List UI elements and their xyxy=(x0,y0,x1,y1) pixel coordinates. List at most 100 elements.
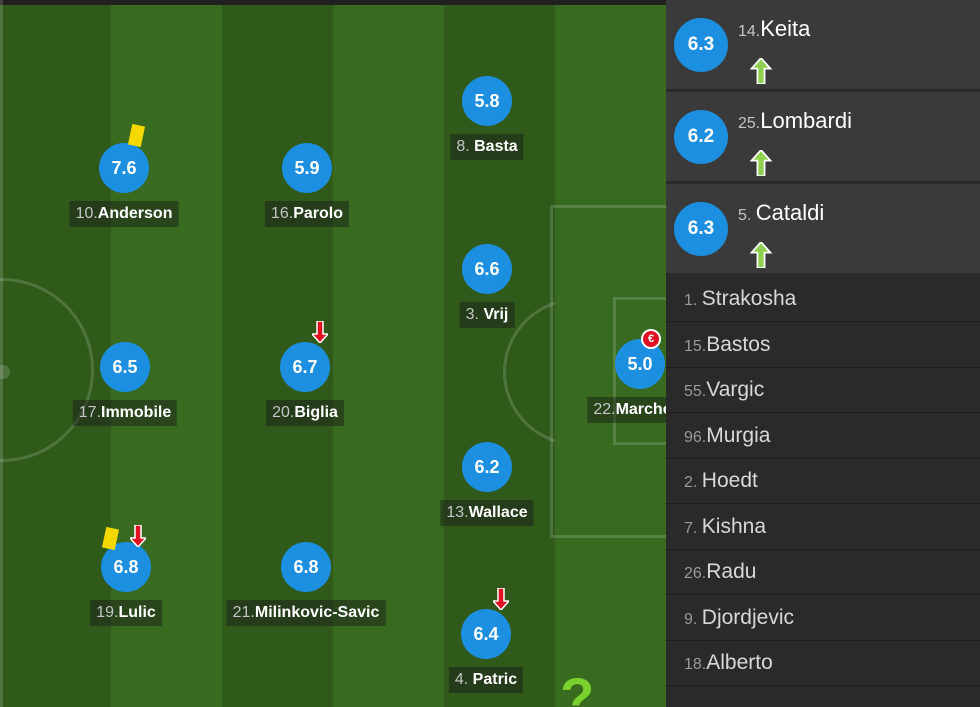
bench-player-name-text: Hoedt xyxy=(701,469,758,492)
player-name[interactable]: 17.Immobile xyxy=(72,400,178,426)
center-spot xyxy=(0,365,10,379)
player-name-text: Parolo xyxy=(293,205,344,222)
substitute-rating: 6.2 xyxy=(674,110,728,164)
substitute-row[interactable]: 6.2 25.Lombardi xyxy=(666,92,980,181)
substitute-number: 14. xyxy=(738,23,761,40)
substitute-rating: 6.3 xyxy=(674,202,728,256)
bench-player-row[interactable]: 55.Vargic xyxy=(666,368,980,413)
goal-conceded-icon: € xyxy=(641,329,661,349)
bench-player-row[interactable]: 9. Djordjevic xyxy=(666,596,980,641)
bench-player-row[interactable]: 26.Radu xyxy=(666,550,980,595)
bench-player-row[interactable]: 1. Strakosha xyxy=(666,277,980,322)
player-rating[interactable]: 6.7 xyxy=(280,342,330,392)
player-name-text: Marchetti xyxy=(615,401,666,418)
bench-player-name-text: Kishna xyxy=(701,514,767,538)
arrow-up-icon xyxy=(749,240,773,269)
bench-player-name-text: Murgia xyxy=(706,423,771,447)
bench-player-name: 9. Djordjevic xyxy=(684,606,794,630)
player-rating[interactable]: 5.0 xyxy=(615,339,665,389)
player-rating[interactable]: 6.2 xyxy=(462,442,512,492)
player-name[interactable]: 20.Biglia xyxy=(266,400,344,426)
bench-player-number: 26. xyxy=(684,565,707,582)
player-name-text: Patric xyxy=(472,671,518,688)
bench-player-name-text: Radu xyxy=(706,560,757,583)
bench-player-number: 55. xyxy=(684,383,707,400)
player-rating[interactable]: 6.5 xyxy=(100,342,150,392)
player-rating[interactable]: 5.8 xyxy=(462,76,512,126)
substitute-name-text: Cataldi xyxy=(755,200,825,225)
bench-player-number: 1. xyxy=(684,292,702,309)
player-rating[interactable]: 6.4 xyxy=(461,609,511,659)
player-name[interactable]: 22.Marchetti xyxy=(587,397,666,423)
player-number: 13. xyxy=(446,504,469,521)
player-name-text: Basta xyxy=(474,138,518,155)
arrow-up-icon xyxy=(749,148,773,177)
player-number: 22. xyxy=(593,401,616,418)
player-number: 17. xyxy=(78,404,102,421)
bench-player-row[interactable]: 2. Hoedt xyxy=(666,459,980,504)
goal-area xyxy=(613,297,666,445)
bench-player-number: 18. xyxy=(684,656,707,673)
bench-player-row[interactable]: 7. Kishna xyxy=(666,505,980,550)
bench-player-number: 7. xyxy=(684,519,702,537)
yellow-card-icon xyxy=(127,123,146,148)
bench-player-number: 15. xyxy=(684,337,707,355)
player-name[interactable]: 16.Parolo xyxy=(264,201,350,227)
bench-player-number: 96. xyxy=(684,428,707,446)
arrow-down-icon xyxy=(128,524,148,549)
substitute-row[interactable]: 6.3 14.Keita xyxy=(666,0,980,89)
substitute-number: 25. xyxy=(738,115,761,132)
bench-player-name-text: Alberto xyxy=(706,651,773,674)
player-name-text: Wallace xyxy=(468,504,528,521)
bench-player-name-text: Djordjevic xyxy=(701,605,794,629)
bench-player-row[interactable]: 15.Bastos xyxy=(666,323,980,368)
player-name[interactable]: 13.Wallace xyxy=(440,500,534,526)
bench-player-name: 55.Vargic xyxy=(684,378,764,402)
player-number: 8. xyxy=(456,138,475,155)
player-rating[interactable]: 6.6 xyxy=(462,244,512,294)
player-name[interactable]: 8. Basta xyxy=(450,134,524,160)
arrow-up-icon xyxy=(749,56,773,85)
player-name-text: Immobile xyxy=(101,404,172,421)
player-name-text: Lulic xyxy=(118,604,156,621)
player-name-text: Anderson xyxy=(97,205,173,222)
bench-player-name: 26.Radu xyxy=(684,560,756,584)
player-name[interactable]: 19.Lulic xyxy=(90,600,162,626)
player-name[interactable]: 10.Anderson xyxy=(69,201,179,227)
player-number: 16. xyxy=(270,205,294,222)
player-name[interactable]: 21.Milinkovic-Savic xyxy=(226,600,386,626)
bench-player-name: 7. Kishna xyxy=(684,515,766,539)
bench-player-row[interactable]: 96.Murgia xyxy=(666,414,980,459)
player-number: 21. xyxy=(232,604,255,621)
bench-player-number: 2. xyxy=(684,474,702,491)
player-rating[interactable]: 5.9 xyxy=(282,143,332,193)
question-mark-icon[interactable]: ? xyxy=(560,666,595,707)
player-number: 19. xyxy=(96,604,119,621)
player-rating[interactable]: 6.8 xyxy=(101,542,151,592)
substitute-name: 14.Keita xyxy=(738,16,810,42)
player-name-text: Milinkovic-Savic xyxy=(254,604,380,621)
bench-player-name-text: Bastos xyxy=(706,332,771,356)
player-number: 3. xyxy=(465,306,484,323)
bench-player-name: 1. Strakosha xyxy=(684,287,796,311)
player-name-text: Biglia xyxy=(294,404,338,421)
bench-player-name: 15.Bastos xyxy=(684,333,770,357)
player-number: 4. xyxy=(454,671,473,688)
player-number: 10. xyxy=(75,205,98,222)
bench-player-name: 2. Hoedt xyxy=(684,469,758,493)
arrow-down-icon xyxy=(491,587,511,612)
player-number: 20. xyxy=(272,404,295,421)
player-name[interactable]: 4. Patric xyxy=(448,667,524,693)
player-name[interactable]: 3. Vrij xyxy=(459,302,515,328)
pitch-top-bar xyxy=(0,0,666,5)
substitute-name-text: Keita xyxy=(760,16,811,41)
player-rating[interactable]: 6.8 xyxy=(281,542,331,592)
player-name-text: Vrij xyxy=(483,306,509,323)
arrow-down-icon xyxy=(310,320,330,345)
bench-player-row[interactable]: 18.Alberto xyxy=(666,641,980,686)
substitute-rating: 6.3 xyxy=(674,18,728,72)
player-rating[interactable]: 7.6 xyxy=(99,143,149,193)
bench-player-name: 18.Alberto xyxy=(684,651,773,675)
substitute-name-text: Lombardi xyxy=(760,108,852,133)
